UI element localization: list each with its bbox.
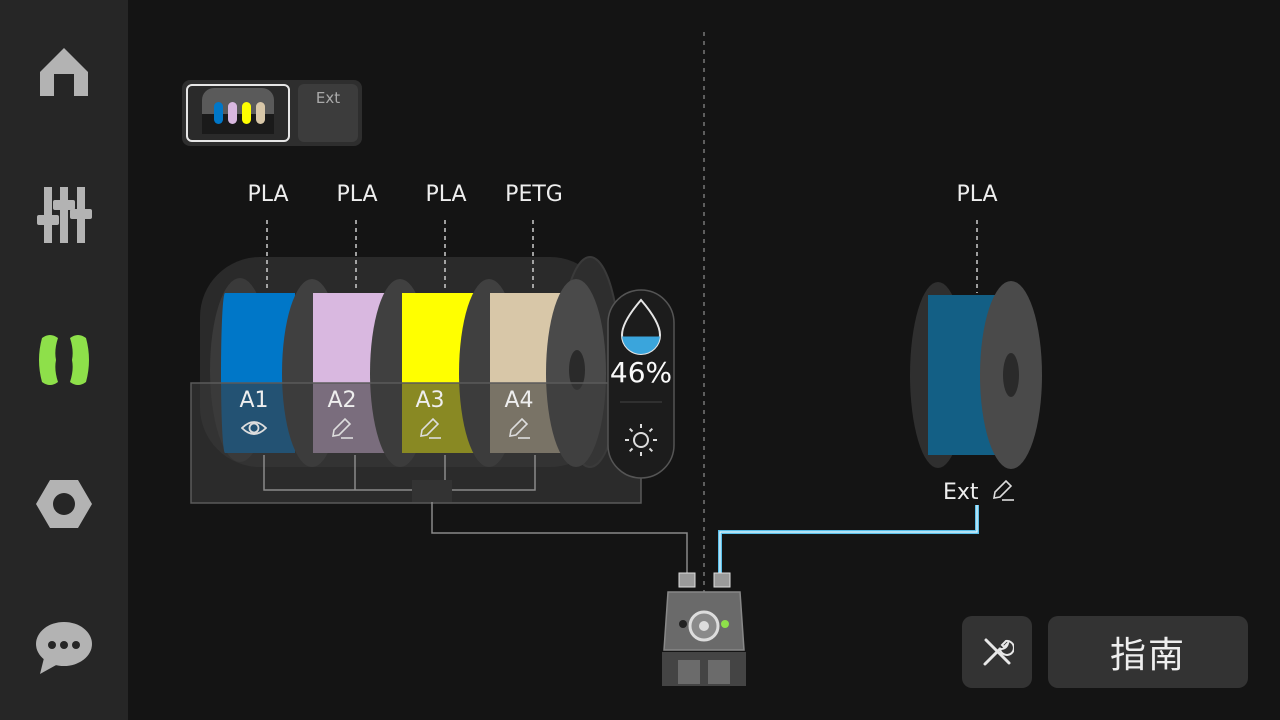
slot-material-a1[interactable]: PLA	[247, 182, 289, 207]
nav-settings[interactable]	[24, 464, 104, 544]
guide-button[interactable]: 指南	[1048, 616, 1248, 688]
ext-slot-label: Ext	[943, 478, 1016, 505]
nav-controls[interactable]	[24, 175, 104, 255]
pencil-icon[interactable]	[329, 416, 355, 440]
ext-source-button[interactable]: Ext	[298, 84, 358, 142]
source-switch: Ext	[182, 80, 362, 146]
nav-home[interactable]	[24, 32, 104, 112]
nav-messages[interactable]	[24, 608, 104, 688]
eye-icon[interactable]	[241, 416, 267, 440]
slot-material-a4[interactable]: PETG	[505, 182, 563, 207]
toolhead	[662, 572, 746, 686]
pencil-icon[interactable]	[990, 478, 1016, 502]
ams-source-button[interactable]	[186, 84, 290, 142]
nut-icon	[36, 480, 92, 528]
sidebar	[0, 0, 128, 720]
pencil-icon[interactable]	[506, 416, 532, 440]
ext-feed-line	[719, 505, 978, 576]
slot-id-a3: A3	[415, 388, 445, 413]
ams-feed-line	[431, 502, 688, 576]
humidity-panel	[607, 289, 675, 479]
ext-slot-name: Ext	[943, 480, 979, 505]
tools-icon	[983, 638, 1014, 666]
slot-id-a2: A2	[327, 388, 357, 413]
ams-hub	[412, 480, 452, 502]
nav-filament[interactable]	[24, 320, 104, 400]
pencil-icon[interactable]	[417, 416, 443, 440]
humidity-value[interactable]: 46%	[609, 356, 673, 389]
slot-material-a3[interactable]: PLA	[425, 182, 467, 207]
slot-material-a2[interactable]: PLA	[336, 182, 378, 207]
tools-button[interactable]	[962, 616, 1032, 688]
external-spool	[910, 281, 1042, 469]
ext-source-label: Ext	[315, 89, 341, 107]
ams-thumbnail-icon	[202, 88, 274, 134]
filament-icon	[39, 335, 89, 385]
ext-material[interactable]: PLA	[956, 182, 998, 207]
home-icon	[40, 48, 88, 96]
guide-label: 指南	[1109, 635, 1186, 676]
sun-icon	[625, 424, 657, 456]
slot-id-a1: A1	[239, 388, 269, 413]
sliders-icon	[37, 187, 92, 243]
chat-icon	[36, 622, 92, 674]
slot-id-a4: A4	[504, 388, 534, 413]
